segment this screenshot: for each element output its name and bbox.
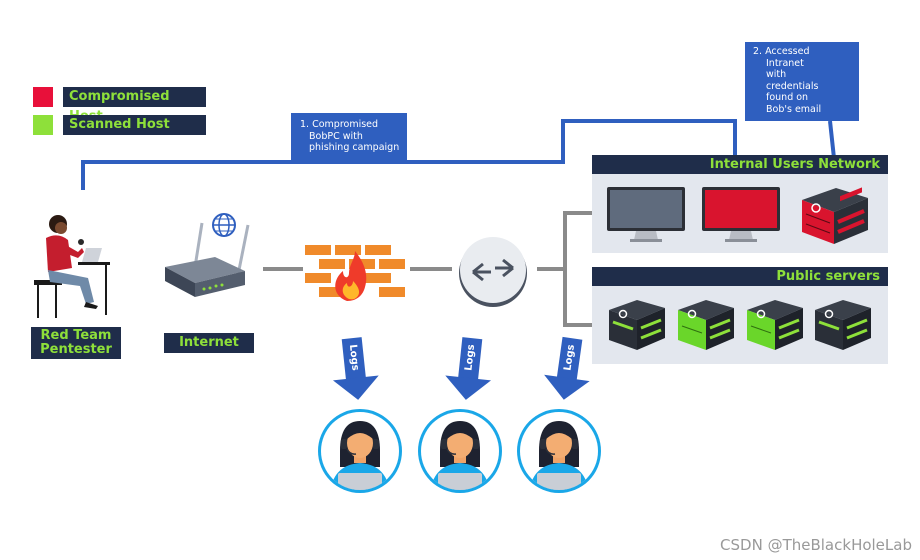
step2-line6: Bob's email: [766, 103, 822, 115]
logs-arrow: Logs: [329, 336, 382, 404]
core-router-icon: [459, 237, 527, 307]
workstation-icon: [607, 187, 685, 242]
scanned-server-icon: [678, 300, 734, 350]
logs-arrow: Logs: [442, 336, 495, 404]
pentester-line2: Pentester: [40, 342, 112, 357]
step2-annotation: 2. Accessed Intranet with credentials fo…: [745, 42, 859, 121]
router-icon: [165, 213, 250, 297]
compromised-server-icon: [802, 187, 868, 244]
step1-annotation: 1. Compromised BobPC with phishing campa…: [291, 113, 407, 161]
step2-line4: credentials: [766, 80, 819, 92]
public-servers-title: Public servers: [592, 267, 888, 286]
internet-label: Internet: [164, 333, 254, 353]
pentester-line1: Red Team: [40, 328, 112, 343]
server-icon: [815, 300, 871, 350]
analyst-icon: [517, 409, 601, 493]
firewall-icon: [305, 245, 405, 301]
logs-arrow: Logs: [541, 335, 595, 405]
step2-line2: Intranet: [766, 57, 804, 69]
scanned-swatch: [33, 115, 53, 135]
step1-line2: BobPC with: [309, 130, 363, 142]
internal-network-title: Internal Users Network: [592, 155, 888, 174]
step2-line1: 2. Accessed: [753, 46, 810, 57]
scanned-server-icon: [747, 300, 803, 350]
compromised-swatch: [33, 87, 53, 107]
step1-line1: 1. Compromised: [300, 119, 379, 130]
analyst-icon: [318, 409, 402, 493]
step1-line3: phishing campaign: [309, 142, 400, 153]
watermark: CSDN @TheBlackHoleLab: [720, 536, 912, 554]
step2-line3: with: [766, 69, 787, 80]
server-icon: [609, 300, 665, 350]
step2-line5: found on: [766, 92, 809, 103]
pentester-label: Red Team Pentester: [31, 327, 121, 359]
legend-scanned-label: Scanned Host: [63, 115, 206, 135]
pentester-icon: [34, 215, 110, 318]
compromised-workstation-icon: [702, 187, 780, 242]
analyst-icon: [418, 409, 502, 493]
